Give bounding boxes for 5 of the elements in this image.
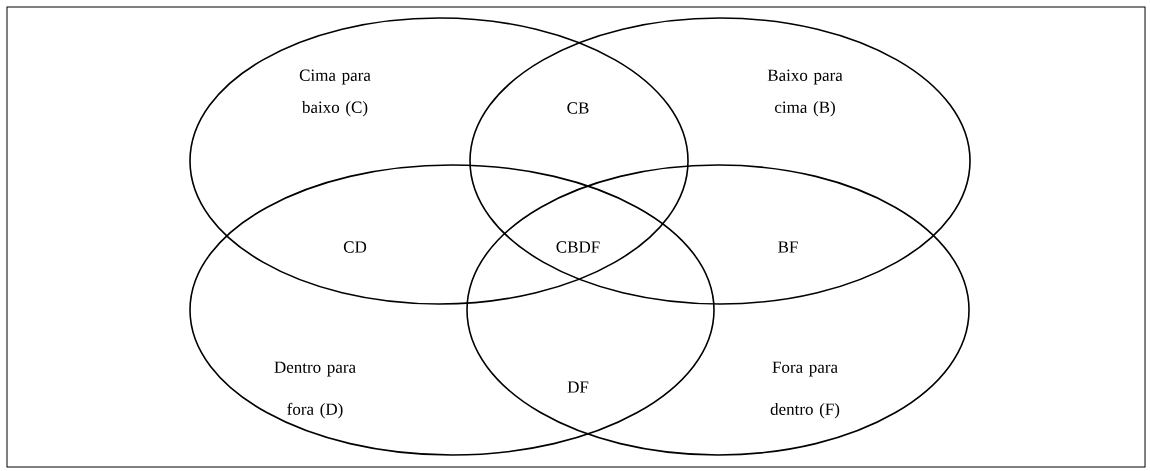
- overlap-label: CB: [567, 102, 589, 114]
- overlap-label: CBDF: [556, 241, 600, 253]
- overlap-label: DF: [567, 381, 589, 393]
- overlap-label: BF: [778, 241, 798, 253]
- overlap-label: CD: [343, 241, 367, 253]
